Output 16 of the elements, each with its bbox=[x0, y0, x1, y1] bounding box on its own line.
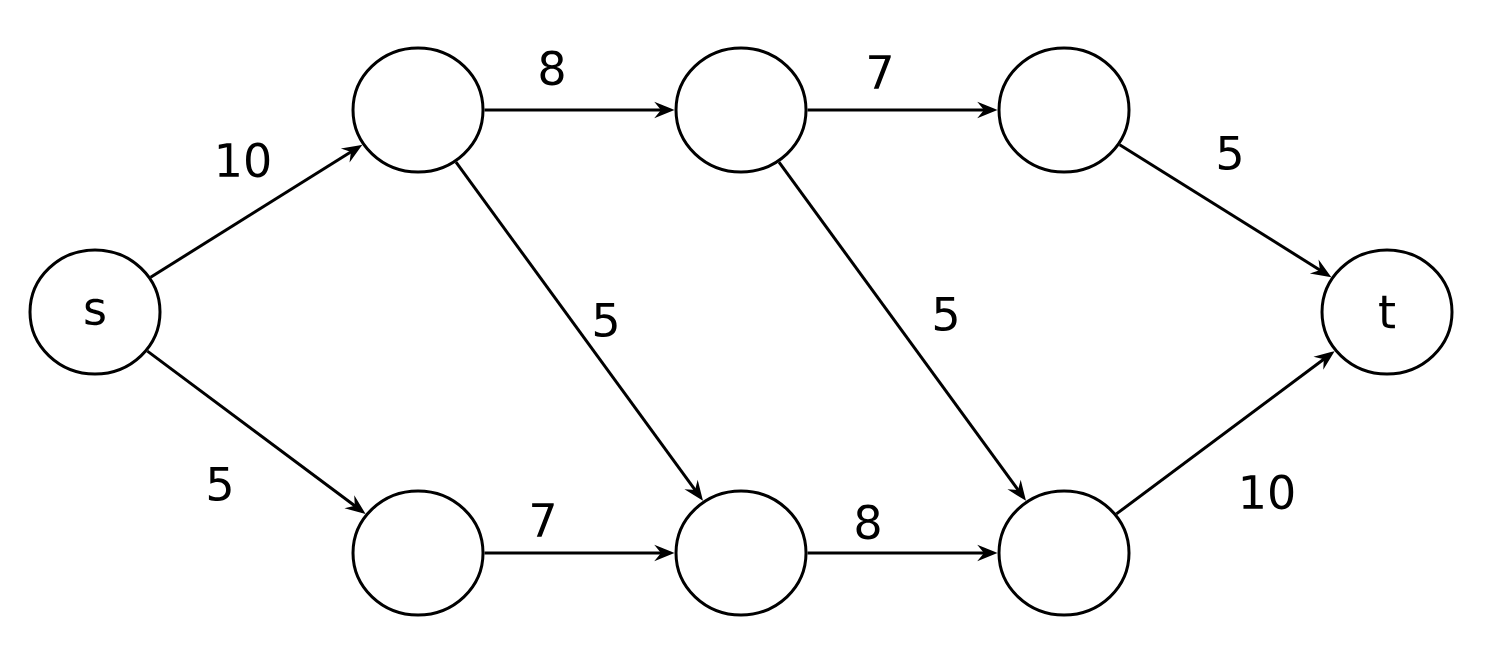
empty-node-circle bbox=[997, 46, 1131, 174]
edge-label: 5 bbox=[589, 300, 623, 340]
edge-label: 10 bbox=[1235, 472, 1299, 512]
edge-label: 7 bbox=[526, 501, 560, 539]
edge-label: 7 bbox=[863, 53, 897, 91]
empty-node-circle bbox=[674, 489, 808, 617]
empty-node-circle bbox=[351, 489, 485, 617]
edge-label: 8 bbox=[851, 502, 885, 542]
edge-label: 10 bbox=[211, 140, 275, 180]
edge-label: 5 bbox=[929, 294, 963, 334]
edge-label: 5 bbox=[203, 464, 237, 504]
empty-node-circle bbox=[997, 489, 1131, 617]
edge-label: 8 bbox=[535, 48, 569, 88]
empty-node-circle bbox=[351, 46, 485, 174]
empty-node-circle bbox=[674, 46, 808, 174]
edge-label: 5 bbox=[1213, 133, 1247, 173]
